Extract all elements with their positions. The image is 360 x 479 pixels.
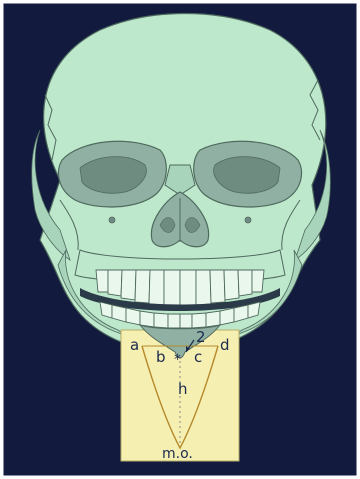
label-2: 2	[196, 328, 206, 346]
infraorbital-foramen-right	[245, 217, 251, 223]
label-a: a	[130, 336, 139, 354]
label-h: h	[178, 380, 188, 398]
label-d: d	[220, 336, 230, 354]
label-b: b	[156, 348, 166, 366]
label-mo: m.o.	[162, 446, 193, 462]
label-c: c	[194, 348, 202, 366]
infraorbital-foramen-left	[109, 217, 115, 223]
label-star: *	[174, 352, 181, 368]
